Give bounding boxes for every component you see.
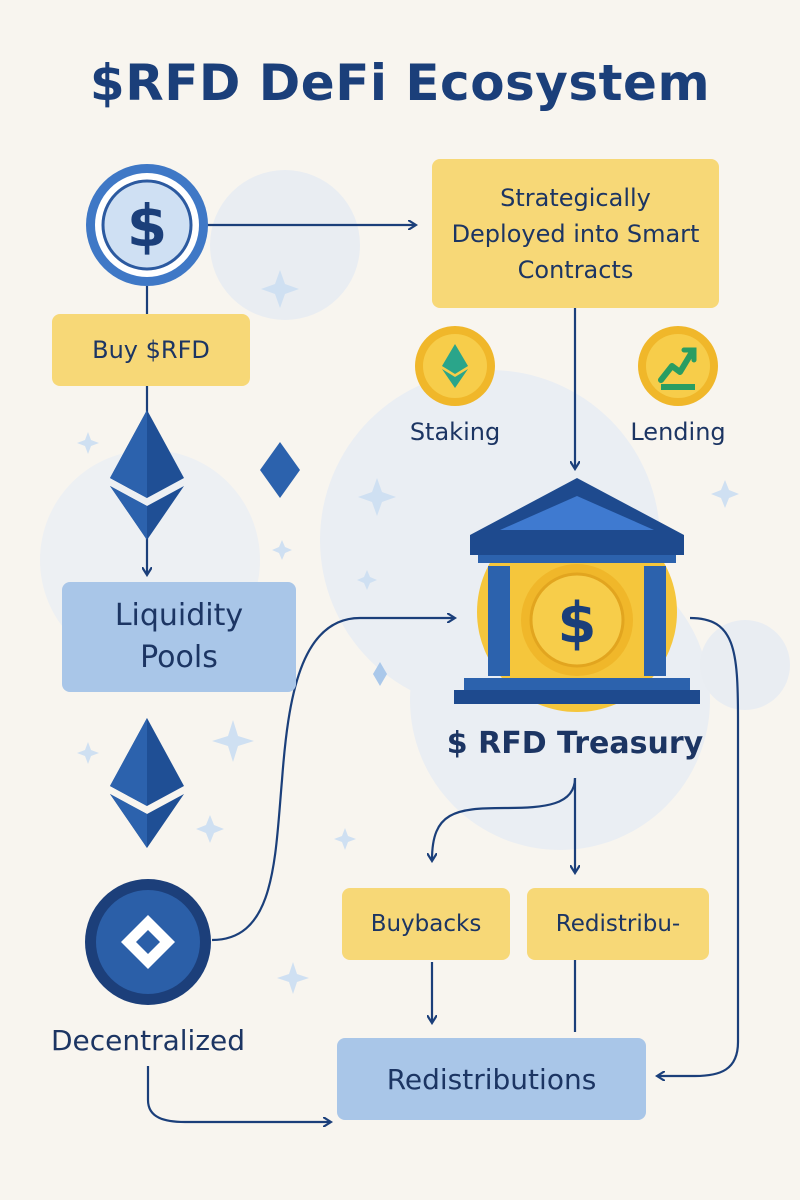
page-title: $RFD DeFi Ecosystem (89, 54, 711, 112)
buy-rfd-label: Buy $RFD (92, 336, 210, 364)
bank-building-icon: $ (454, 478, 700, 712)
arrow-treasury-to-buybacks (432, 777, 577, 860)
sparkle-decorations (77, 270, 739, 994)
connectors (146, 225, 740, 1122)
arrow-treasury-side-to-redistributions (658, 616, 740, 1076)
buybacks-box: Buybacks (342, 888, 510, 960)
buybacks-label: Buybacks (370, 911, 482, 937)
treasury-label: $ RFD Treasury (446, 726, 704, 761)
diamond-coin-icon (85, 879, 211, 1005)
arrow-decentralized-to-treasury (211, 618, 454, 942)
redistribu-label: Redistribu- (555, 911, 681, 937)
ethereum-icon (110, 410, 184, 540)
svg-text:$: $ (127, 192, 167, 260)
buy-rfd-box: Buy $RFD (52, 314, 250, 386)
redistributions-box: Redistributions (337, 1038, 646, 1120)
liquidity-pools-label: Liquidity Pools (114, 598, 244, 675)
svg-text:$: $ (558, 591, 597, 656)
smart-contracts-box: Strategically Deployed into Smart Contra… (432, 159, 719, 308)
dollar-coin-icon: $ (86, 164, 208, 286)
growth-arrow-coin-icon (638, 326, 718, 406)
ethereum-coin-icon (415, 326, 495, 406)
small-ethereum-icon (260, 442, 300, 498)
staking-label: Staking (409, 418, 501, 446)
redistribu-box: Redistribu- (527, 888, 709, 960)
ethereum-icon-lower (110, 718, 184, 848)
smart-contracts-label: Strategically Deployed into Smart Contra… (451, 183, 700, 284)
redistributions-label: Redistributions (386, 1062, 597, 1096)
liquidity-pools-box: Liquidity Pools (62, 582, 296, 692)
decentralized-label: Decentralized (50, 1024, 246, 1057)
lending-label: Lending (630, 418, 726, 446)
arrow-decentralized-to-redistributions (146, 1066, 330, 1122)
